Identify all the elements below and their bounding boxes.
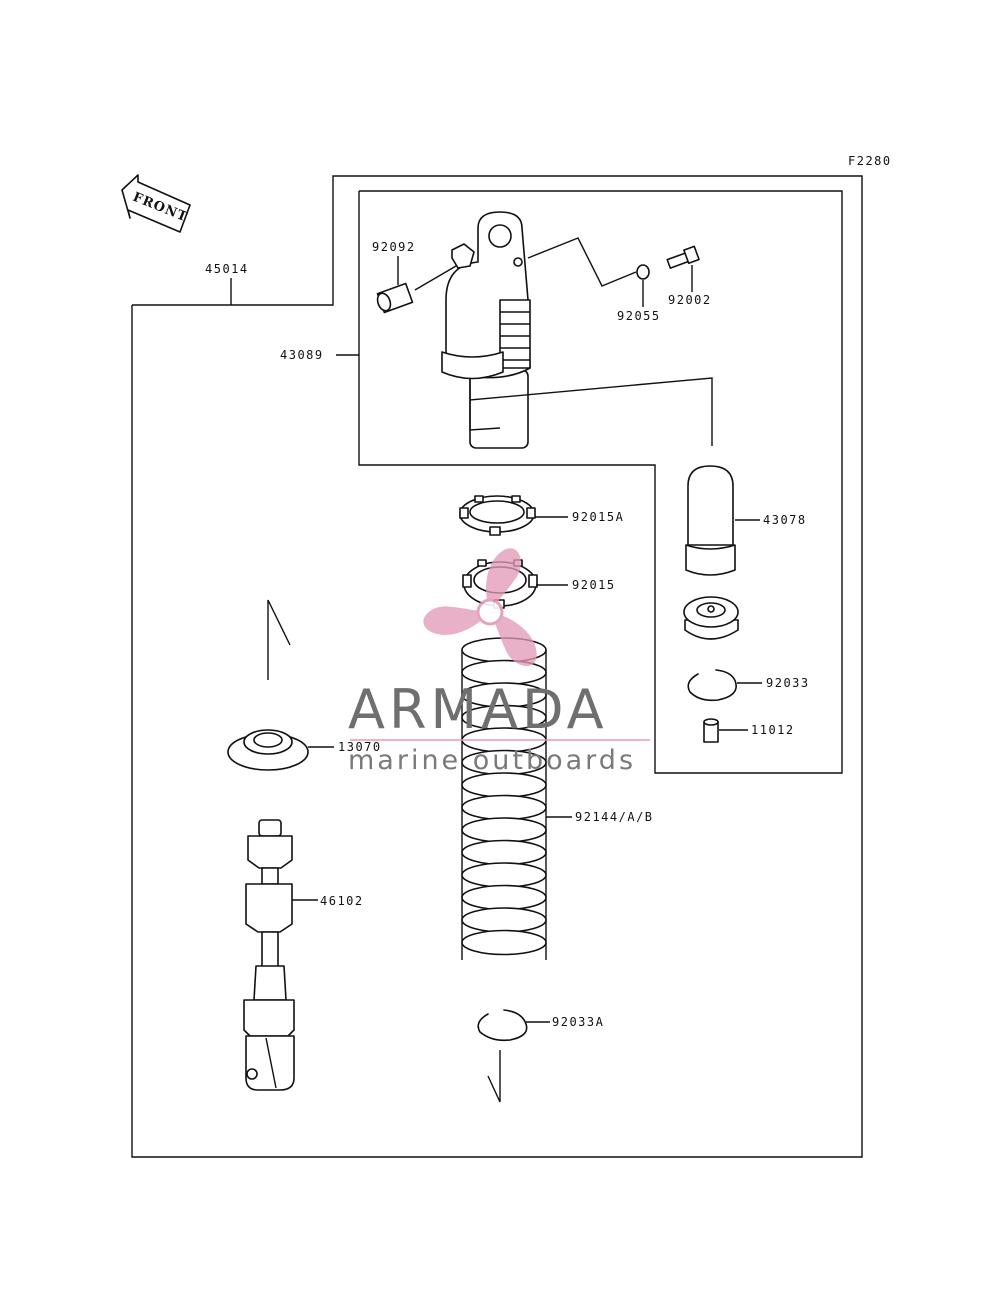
o-ring-part [636,264,650,280]
spring-coil [461,794,547,821]
part-label-11012: 11012 [751,723,795,737]
armada-logo-icon [423,548,537,666]
figure-code: F2280 [848,154,892,168]
damper-rod-part [243,819,295,1091]
watermark-brand: ARMADA [348,678,608,741]
spring-seat-part [227,729,309,771]
leader-43078-line [469,377,713,446]
part-label-92092: 92092 [372,240,416,254]
part-label-92144: 92144/A/B [575,810,654,824]
reservoir-cap-part [685,465,736,576]
propeller-blade [486,548,521,612]
bolt-part [666,245,700,269]
spring-coil [461,884,547,911]
guide-line-bottom [487,1050,501,1103]
part-label-13070: 13070 [338,740,382,754]
coil-spring-part [461,637,547,960]
part-label-92033: 92033 [766,676,810,690]
guide-line-left [267,599,291,680]
valve-part [703,718,719,743]
front-arrow-icon: FRONT [121,174,191,233]
shock-body [441,211,531,449]
part-label-92015A: 92015A [572,510,624,524]
bladder-part [683,596,739,640]
part-label-92015: 92015 [572,578,616,592]
leader-body-line [469,400,501,431]
propeller-hub [476,598,504,626]
spring-coil [461,929,547,956]
spring-coil [461,772,547,798]
assembly-frame-outer [131,175,863,1158]
part-label-43089: 43089 [280,348,324,362]
circlip-part [687,669,737,702]
part-label-43078: 43078 [763,513,807,527]
watermark-tagline: marine outboards [348,745,636,776]
part-label-46102: 46102 [320,894,364,908]
lock-nut-a-part [459,495,536,536]
collar-part [376,265,457,314]
part-label-92033A: 92033A [552,1015,604,1029]
propeller-blade [423,606,490,635]
part-label-92055: 92055 [617,309,661,323]
spring-coil [461,862,547,888]
circlip-a-part [477,1009,528,1042]
spring-coil [461,907,547,933]
part-label-45014: 45014 [205,262,249,276]
propeller-blade [490,612,537,666]
part-label-92002: 92002 [668,293,712,307]
leader-92055-line [527,237,637,287]
spring-coil [461,839,547,866]
spring-coil [461,817,547,843]
assembly-frame-inner [358,190,843,774]
